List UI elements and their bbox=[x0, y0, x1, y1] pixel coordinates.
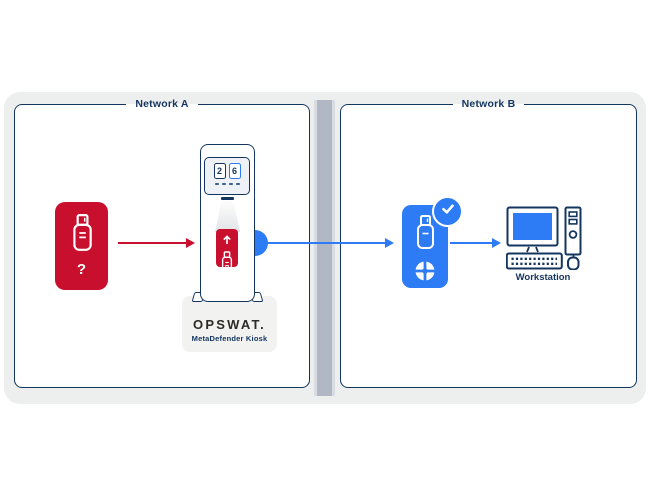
kiosk-counter: 2 6 bbox=[213, 163, 241, 179]
transfer-arrow-red-head bbox=[186, 238, 195, 248]
air-gap-wall bbox=[314, 100, 335, 396]
workstation-label: Workstation bbox=[515, 272, 571, 283]
counter-digit: 6 bbox=[228, 163, 241, 179]
checkmark-icon bbox=[440, 201, 456, 222]
metadefender-kiosk-label: MetaDefender Kiosk bbox=[191, 334, 268, 343]
network-b-label: Network B bbox=[461, 98, 516, 110]
desktop-computer-icon bbox=[505, 206, 582, 275]
usb-drive-icon bbox=[220, 251, 234, 279]
transfer-arrow-red-line bbox=[118, 242, 186, 244]
kiosk-slot bbox=[221, 197, 234, 200]
transfer-arrow-blue-2-head bbox=[492, 238, 501, 248]
check-badge bbox=[432, 196, 463, 227]
usb-drive-icon bbox=[69, 213, 95, 258]
transfer-arrow-blue-1-line bbox=[267, 242, 385, 244]
counter-digit: 2 bbox=[213, 163, 226, 179]
network-a-label: Network A bbox=[135, 98, 189, 110]
usb-drive-icon bbox=[413, 214, 437, 256]
opswat-brand-card: OPSWAT. MetaDefender Kiosk bbox=[182, 296, 277, 352]
kiosk-output-port bbox=[255, 230, 268, 256]
unknown-usb-card: ? bbox=[55, 202, 108, 290]
screen-dashes bbox=[214, 183, 240, 185]
transfer-arrow-blue-1-head bbox=[385, 238, 394, 248]
opswat-wordmark: OPSWAT. bbox=[193, 317, 266, 332]
scanning-usb-card bbox=[216, 229, 238, 272]
kiosk-screen: 2 6 bbox=[204, 157, 250, 195]
question-mark: ? bbox=[76, 261, 87, 278]
arrow-up-icon bbox=[222, 232, 232, 250]
transfer-arrow-blue-2-line bbox=[450, 242, 492, 244]
pinwheel-icon bbox=[414, 260, 436, 287]
